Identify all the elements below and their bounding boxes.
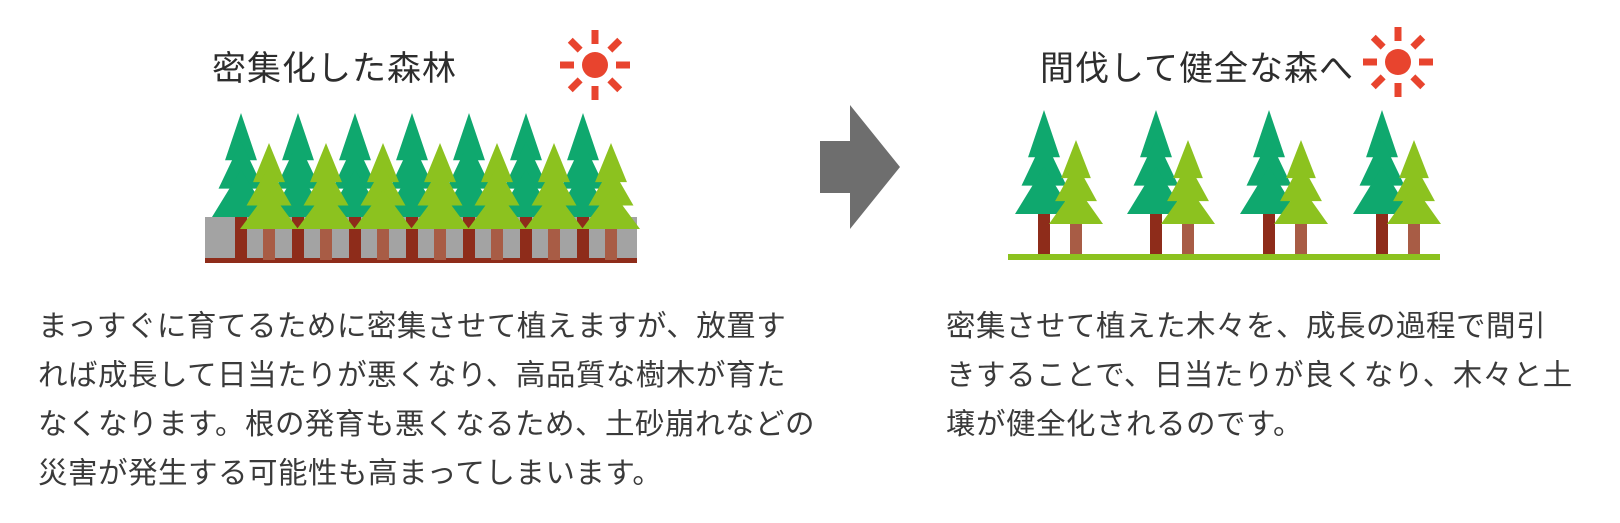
description-line: 壌が健全化されるのです。 (946, 407, 1304, 441)
description-line: れば成長して日当たりが悪くなり、高品質な樹木が育た (38, 358, 786, 392)
description-line: なくなります。根の発育も悪くなるため、土砂崩れなどの (38, 407, 816, 441)
sun-icon (560, 30, 630, 100)
tree-icon-group (1008, 110, 1441, 260)
right-panel-title: 間伐して健全な森へ (1040, 49, 1354, 89)
sun-icon (1363, 27, 1433, 97)
tree-icon-group (205, 113, 640, 263)
left-panel-title: 密集化した森林 (212, 49, 457, 89)
description-line: まっすぐに育てるために密集させて植えますが、放置す (38, 309, 787, 343)
right-description: 密集させて植えた木々を、成長の過程で間引 きすることで、日当たりが良くなり、木々… (946, 302, 1586, 449)
description-line: 密集させて植えた木々を、成長の過程で間引 (946, 309, 1547, 343)
dense-forest-illustration (205, 113, 640, 263)
thinned-forest-illustration (1008, 110, 1441, 260)
description-line: 災害が発生する可能性も高まってしまいます。 (38, 456, 663, 490)
left-description: まっすぐに育てるために密集させて植えますが、放置す れば成長して日当たりが悪くな… (38, 302, 838, 498)
description-line: きすることで、日当たりが良くなり、木々と土 (946, 358, 1573, 392)
right-arrow-icon (820, 105, 900, 229)
